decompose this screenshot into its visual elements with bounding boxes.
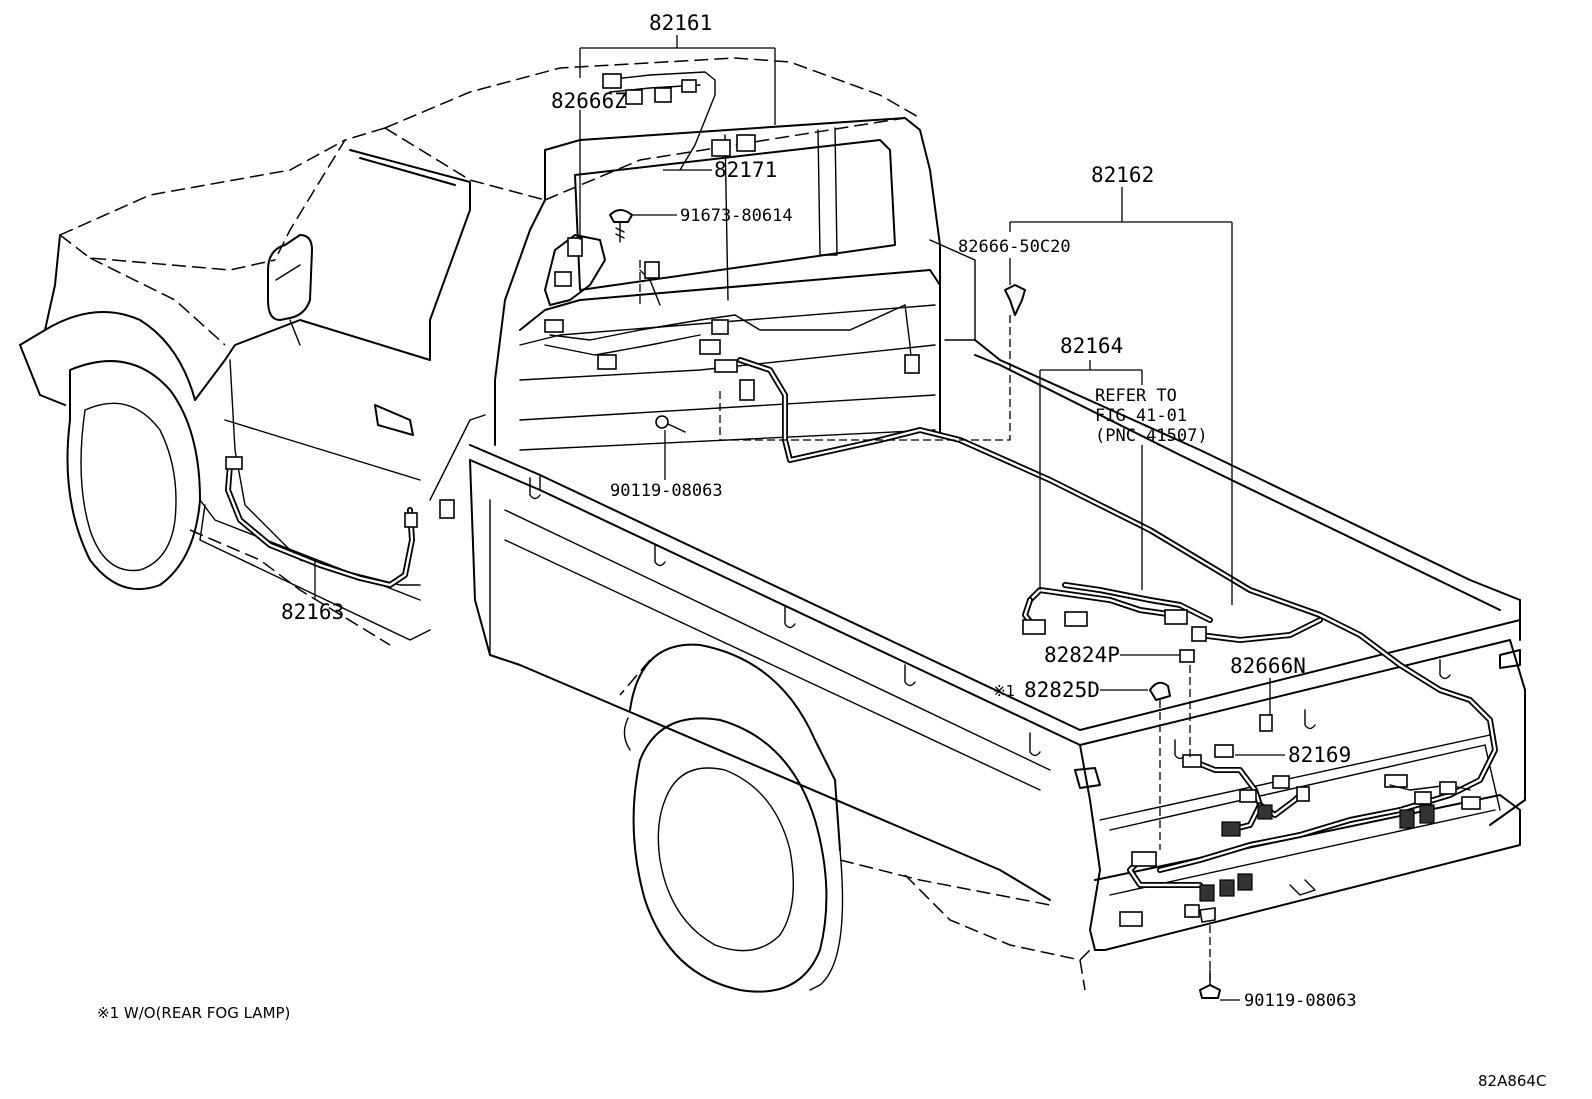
label-82825D: 82825D — [1024, 678, 1100, 702]
label-82171: 82171 — [714, 158, 777, 182]
harness-82163-door — [225, 414, 486, 588]
label-90119-08063-lower: 90119-08063 — [1244, 991, 1357, 1011]
harness-82162-bed — [737, 357, 1498, 927]
label-82666Z: 82666Z — [551, 89, 627, 113]
label-refer-fig: FIG 41-01 — [1095, 406, 1187, 426]
label-91673-80614: 91673-80614 — [680, 206, 793, 226]
fasteners — [609, 209, 1273, 999]
label-refer-pnc: (PNC 41507) — [1095, 426, 1208, 446]
label-82169: 82169 — [1288, 743, 1351, 767]
dashed-leaders — [639, 260, 1211, 985]
label-82825D-mark: ※1 — [993, 682, 1015, 700]
label-82164: 82164 — [1060, 334, 1123, 358]
leader-lines — [314, 35, 1285, 1001]
label-82666-50C20: 82666-50C20 — [958, 237, 1071, 257]
label-82162: 82162 — [1091, 163, 1154, 187]
label-82163: 82163 — [281, 600, 344, 624]
harness-82161-cab — [602, 71, 756, 171]
label-82666N: 82666N — [1230, 654, 1306, 678]
harness-cab-rear — [544, 234, 920, 401]
footnote-rear-fog-lamp: ※1 W/O(REAR FOG LAMP) — [97, 1004, 290, 1022]
figure-code: 82A864C — [1478, 1072, 1546, 1090]
label-82824P: 82824P — [1044, 643, 1120, 667]
harness-82164-bed-light — [1022, 582, 1213, 635]
truck-body-outline — [19, 57, 1526, 993]
harness-82169-tailgate — [1182, 744, 1310, 837]
label-82161: 82161 — [649, 11, 712, 35]
label-90119-08063-upper: 90119-08063 — [610, 481, 723, 501]
label-refer-to: REFER TO — [1095, 386, 1177, 406]
